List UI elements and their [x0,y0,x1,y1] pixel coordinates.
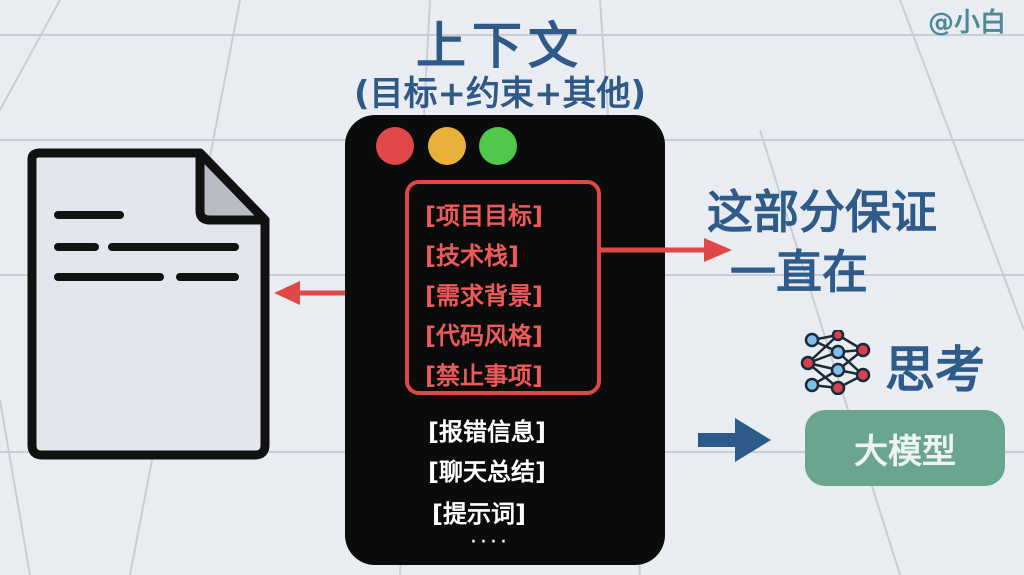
note-line-2: 一直在 [730,245,868,299]
neural-network-icon [800,330,871,395]
maximize-dot-icon [479,127,517,165]
note-line-1: 这部分保证 [707,185,937,239]
context-item: [代码风格] [425,322,543,350]
document-icon [27,148,270,460]
persistent-context-box [405,180,601,395]
context-item: [技术栈] [425,242,519,270]
context-item: [禁止事项] [425,362,543,390]
context-item: [需求背景] [425,282,543,310]
close-dot-icon [376,127,414,165]
minimize-dot-icon [428,127,466,165]
context-item: [报错信息] [428,418,546,446]
thinking-label: 思考 [885,341,985,399]
more-ellipsis: ···· [470,530,510,555]
page-subtitle: (目标+约束+其他) [353,74,647,114]
arrow-right-red [600,238,732,262]
page-title: 上下文 [416,17,584,75]
llm-box: 大模型 [805,410,1005,486]
context-item: [项目目标] [425,202,543,230]
arrow-right-blue [698,418,771,462]
context-item: [提示词] [432,500,526,528]
context-item: [聊天总结] [428,458,546,486]
watermark: @小白 [928,8,1007,38]
context-window-terminal [345,115,665,565]
